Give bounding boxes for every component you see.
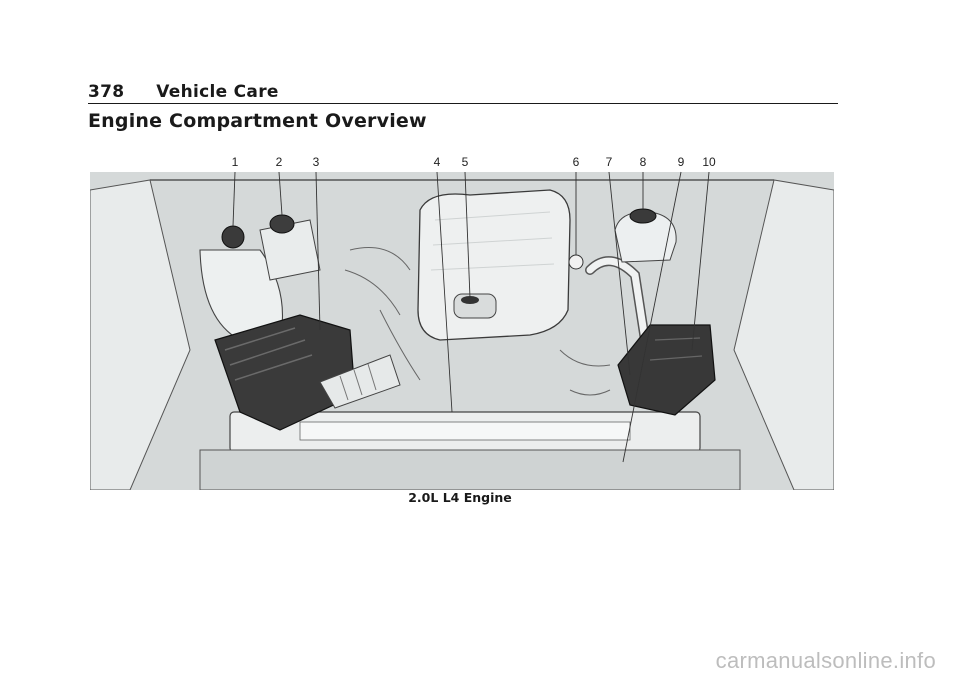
header-rule bbox=[88, 103, 838, 104]
page-number: 378 bbox=[88, 82, 125, 102]
callout-6: 6 bbox=[573, 155, 580, 169]
callout-3: 3 bbox=[313, 155, 320, 169]
callout-leaders bbox=[232, 171, 710, 463]
engine-compartment-illustration: 1 2 3 4 5 6 7 8 9 10 bbox=[90, 150, 834, 490]
engine-diagram: 1 2 3 4 5 6 7 8 9 10 bbox=[90, 155, 834, 490]
section-name: Vehicle Care bbox=[156, 82, 279, 102]
watermark: carmanualsonline.info bbox=[715, 648, 936, 673]
callout-9: 9 bbox=[678, 155, 685, 169]
callout-2: 2 bbox=[276, 155, 283, 169]
page-title: Engine Compartment Overview bbox=[88, 110, 427, 132]
callout-4: 4 bbox=[434, 155, 441, 169]
callout-8: 8 bbox=[640, 155, 647, 169]
figure-caption: 2.0L L4 Engine bbox=[408, 490, 512, 505]
page-header: 378 Vehicle Care bbox=[88, 82, 279, 102]
callout-1: 1 bbox=[232, 155, 239, 169]
callout-5: 5 bbox=[462, 155, 469, 169]
callout-10: 10 bbox=[702, 155, 716, 169]
callout-7: 7 bbox=[606, 155, 613, 169]
